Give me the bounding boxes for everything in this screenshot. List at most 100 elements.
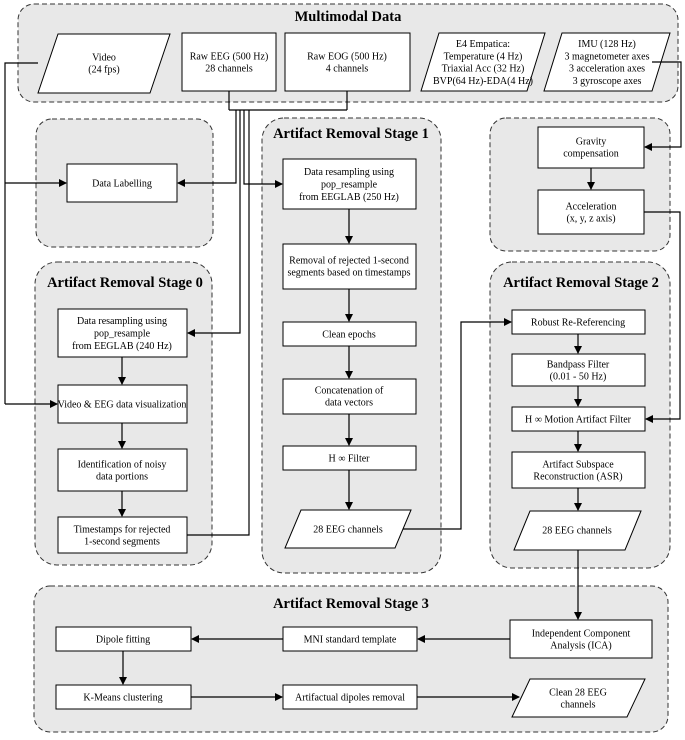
node-s1-concatenation-label-line-2: data vectors bbox=[325, 398, 373, 409]
node-s1-removal bbox=[282, 243, 417, 290]
node-s3-ica bbox=[509, 619, 653, 659]
node-s2-output-label-line-1: 28 EEG channels bbox=[542, 526, 612, 537]
node-s0-timestamps-label-line-2: 1-second segments bbox=[84, 537, 160, 548]
node-s0-resample-label-line-1: Data resampling using bbox=[77, 316, 167, 327]
node-s2-hinf-motion bbox=[511, 406, 646, 432]
node-s1-hinf-filter bbox=[282, 445, 417, 471]
node-s0-identification-label: Identification of noisy data portions bbox=[78, 459, 167, 482]
node-e4-empatica-label: E4 Empatica:Temperature (4 Hz)Triaxial A… bbox=[433, 39, 533, 87]
node-raw-eog-label-line-2: 4 channels bbox=[326, 64, 369, 75]
node-s1-output bbox=[284, 509, 412, 549]
node-raw-eeg-label: Raw EEG (500 Hz) 28 channels bbox=[190, 51, 269, 74]
node-e4-empatica bbox=[420, 32, 546, 92]
node-imu-label-line-4: 3 gyroscope axes bbox=[573, 76, 642, 87]
node-s1-output-label: 28 EEG channels bbox=[313, 525, 383, 536]
node-s1-removal-label-line-2: segments based on timestamps bbox=[287, 268, 410, 279]
node-raw-eog-label-line-1: Raw EOG (500 Hz) bbox=[307, 51, 387, 62]
edge-bus-to-labelling bbox=[177, 110, 237, 187]
node-imu-label-line-3: 3 acceleration axes bbox=[569, 64, 645, 75]
node-acceleration-label: Acceleration (x, y, z axis) bbox=[565, 201, 616, 224]
node-s1-resample-label-line-2: pop_resample bbox=[321, 180, 378, 191]
node-s3-dipole-fitting-label: Dipole fitting bbox=[96, 635, 150, 646]
node-s1-output-label-line-1: 28 EEG channels bbox=[313, 525, 383, 536]
node-s2-output-label: 28 EEG channels bbox=[542, 526, 612, 537]
node-e4-empatica-label-line-1: E4 Empatica: bbox=[456, 39, 510, 50]
node-video bbox=[37, 33, 171, 94]
node-s0-resample-label-line-2: pop_resample bbox=[94, 329, 151, 340]
node-acceleration-label-line-2: (x, y, z axis) bbox=[566, 214, 615, 225]
edge-bus-to-s1-resample bbox=[243, 110, 283, 188]
node-s2-re-referencing-label: Robust Re-Referencing bbox=[531, 318, 625, 329]
edge-s1-output-to-s2 bbox=[403, 318, 512, 530]
edge-timestamps-to-s1 bbox=[187, 110, 250, 536]
node-s2-asr bbox=[511, 451, 646, 489]
node-s0-visualization-label: Video & EEG data visualization bbox=[58, 400, 187, 411]
edge-acceleration-to-hinf-motion bbox=[644, 211, 681, 423]
node-gravity-compensation-label-line-1: Gravity bbox=[576, 136, 607, 147]
node-raw-eog bbox=[284, 32, 411, 92]
node-s2-hinf-motion-label-line-1: H ∞ Motion Artifact Filter bbox=[525, 415, 632, 426]
node-s1-hinf-filter-label: H ∞ Filter bbox=[328, 454, 370, 465]
node-s1-resample-label-line-1: Data resampling using bbox=[304, 167, 394, 178]
node-s2-bandpass-label-line-2: (0.01 - 50 Hz) bbox=[550, 372, 607, 383]
node-s1-removal-label-line-1: Removal of rejected 1-second bbox=[289, 255, 409, 266]
node-raw-eeg bbox=[181, 32, 277, 92]
node-s1-resample-label-line-3: from EEGLAB (250 Hz) bbox=[299, 192, 399, 203]
node-s3-output bbox=[511, 678, 646, 718]
node-s2-re-referencing bbox=[511, 309, 646, 335]
panel-title-stage-1: Artifact Removal Stage 1 bbox=[273, 126, 429, 142]
node-s2-hinf-motion-label: H ∞ Motion Artifact Filter bbox=[525, 415, 632, 426]
node-s3-kmeans-label: K-Means clustering bbox=[83, 693, 162, 704]
node-s3-ica-label-line-2: Analysis (ICA) bbox=[550, 641, 611, 652]
node-s0-identification bbox=[57, 448, 188, 492]
node-s0-visualization bbox=[57, 384, 188, 424]
panel-title-multimodal: Multimodal Data bbox=[295, 9, 402, 25]
node-s2-asr-label-line-1: Artifact Subspace bbox=[542, 459, 614, 470]
node-s2-bandpass-label-line-1: Bandpass Filter bbox=[547, 359, 610, 370]
node-s1-hinf-filter-label-line-1: H ∞ Filter bbox=[328, 454, 370, 465]
node-s1-resample bbox=[282, 158, 417, 210]
node-s0-timestamps-label-line-1: Timestamps for rejected bbox=[74, 524, 171, 535]
node-s2-output bbox=[513, 510, 642, 551]
node-s3-dipoles-removal-label-line-1: Artifactual dipoles removal bbox=[295, 693, 405, 704]
node-s0-timestamps bbox=[57, 516, 188, 554]
node-s0-identification-label-line-2: data portions bbox=[96, 472, 148, 483]
node-s1-clean-epochs bbox=[282, 321, 417, 347]
node-acceleration-label-line-1: Acceleration bbox=[565, 201, 616, 212]
node-gravity-compensation-label-line-2: compensation bbox=[563, 149, 619, 160]
node-s3-output-label-line-1: Clean 28 EEG bbox=[549, 687, 607, 698]
node-s1-clean-epochs-label-line-1: Clean epochs bbox=[322, 330, 376, 341]
panel-title-stage-3: Artifact Removal Stage 3 bbox=[273, 596, 429, 612]
node-s0-timestamps-label: Timestamps for rejected 1-second segments bbox=[74, 524, 171, 547]
node-gravity-compensation bbox=[537, 126, 645, 169]
node-s3-mni-template bbox=[282, 626, 418, 652]
node-s2-re-referencing-label-line-1: Robust Re-Referencing bbox=[531, 318, 625, 329]
node-s0-resample bbox=[57, 308, 188, 358]
panel-title-stage-2: Artifact Removal Stage 2 bbox=[503, 275, 659, 291]
node-s3-kmeans-label-line-1: K-Means clustering bbox=[83, 693, 162, 704]
edge-bus-to-s0-resample bbox=[187, 110, 241, 337]
node-s2-bandpass-label: Bandpass Filter (0.01 - 50 Hz) bbox=[547, 359, 610, 382]
node-raw-eeg-label-line-1: Raw EEG (500 Hz) bbox=[190, 51, 269, 62]
node-video-label-line-1: Video bbox=[92, 52, 116, 63]
node-s1-concatenation bbox=[282, 378, 417, 415]
node-s2-asr-label-line-2: Reconstruction (ASR) bbox=[533, 472, 622, 483]
node-imu bbox=[543, 32, 671, 92]
node-s1-concatenation-label-line-1: Concatenation of bbox=[315, 385, 384, 396]
node-s0-visualization-label-line-1: Video & EEG data visualization bbox=[58, 400, 187, 411]
node-s3-mni-template-label: MNI standard template bbox=[304, 635, 397, 646]
node-data-labelling bbox=[66, 163, 178, 203]
node-data-labelling-label-line-1: Data Labelling bbox=[92, 179, 152, 190]
edge-video-left-bus bbox=[4, 62, 38, 404]
node-s0-resample-label-line-3: from EEGLAB (240 Hz) bbox=[72, 341, 172, 352]
node-raw-eeg-label-line-2: 28 channels bbox=[205, 64, 253, 75]
node-video-label-line-2: (24 fps) bbox=[88, 65, 119, 76]
node-s3-ica-label-line-1: Independent Component bbox=[532, 628, 631, 639]
node-s0-identification-label-line-1: Identification of noisy bbox=[78, 459, 167, 470]
